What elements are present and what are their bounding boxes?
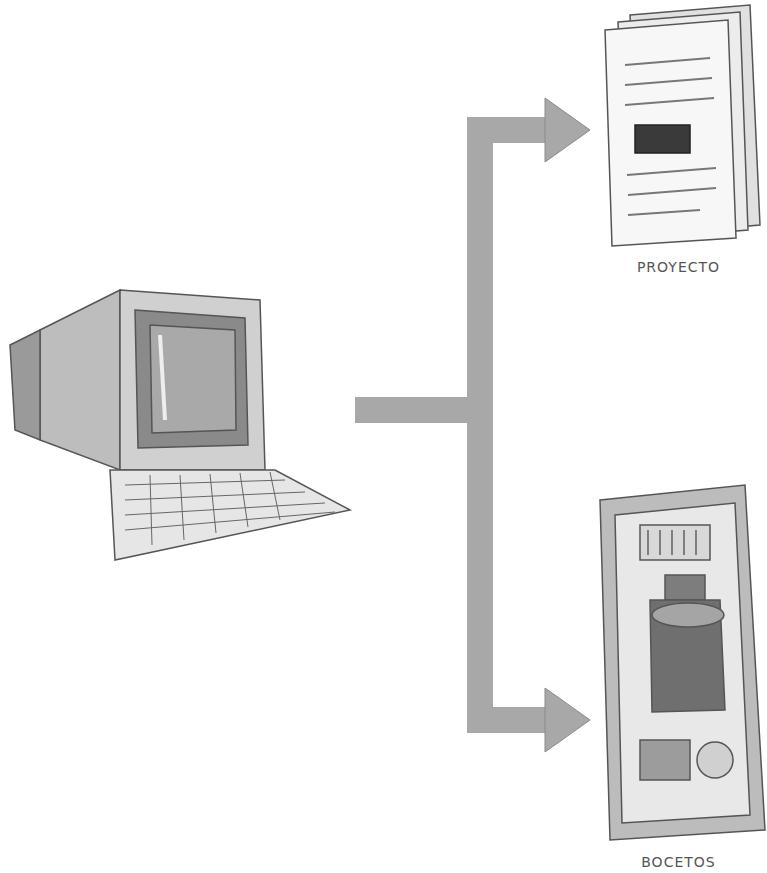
document-node: PROYECTO	[590, 0, 767, 275]
sketch-illustration	[600, 485, 765, 840]
node-label: PROYECTO	[590, 259, 767, 275]
flow-arrow	[355, 410, 590, 752]
node-label: BOCETOS	[590, 854, 767, 870]
flow-arrow	[355, 98, 590, 410]
sketch-node: BOCETOS	[590, 470, 767, 870]
computer-node	[10, 285, 355, 565]
computer-illustration	[10, 290, 350, 560]
document-illustration	[605, 5, 760, 246]
